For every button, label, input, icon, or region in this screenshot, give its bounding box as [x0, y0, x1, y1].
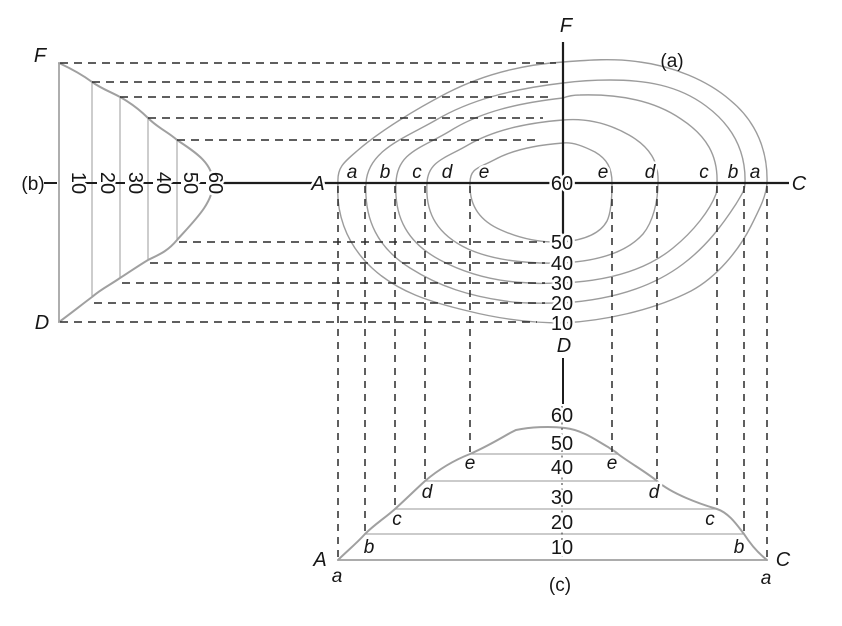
elevation-value-50-map: 50	[551, 232, 573, 254]
elevation-value-50: 50	[179, 172, 201, 194]
endpoint-F-profile-fd: F	[34, 45, 48, 67]
projection-lines-horizontal	[60, 62, 556, 323]
contour-letter-a-left: a	[347, 162, 358, 183]
panel-a-label: (a)	[660, 51, 683, 72]
slope-letter-c-right: c	[705, 509, 715, 530]
endpoint-D-profile-fd: D	[35, 312, 49, 334]
slope-letter-d-left: d	[422, 482, 434, 503]
panel-c-label: (c)	[549, 575, 571, 596]
profile-ac-slope-letters-left: b c d e	[361, 451, 478, 561]
map-south-values: 50 40 30 20 10	[548, 230, 575, 338]
contour-letter-e-right: e	[598, 162, 609, 183]
contour-letter-a-right: a	[750, 162, 761, 183]
elevation-value-60: 60	[204, 172, 226, 194]
profile-ac-slope-letters-right: e d c b	[604, 451, 747, 561]
contour-letter-b-left: b	[380, 162, 391, 183]
elevation-value-60-profile-ac: 60	[551, 405, 573, 427]
elevation-value-30: 30	[124, 172, 146, 194]
endpoint-D-map: D	[557, 335, 571, 357]
elevation-value-30-profile-ac: 30	[551, 487, 573, 509]
slope-letter-d-right: d	[649, 482, 661, 503]
endpoint-C-map: C	[792, 173, 807, 195]
slope-letter-b-right: b	[734, 537, 745, 558]
profile-ac-values: 60 50 40 30 20 10	[548, 403, 575, 562]
elevation-value-10: 10	[67, 172, 89, 194]
profile-ac-curve	[337, 425, 768, 561]
elevation-value-10-profile-ac: 10	[551, 537, 573, 559]
elevation-value-20-profile-ac: 20	[551, 512, 573, 534]
profile-curves	[58, 62, 768, 561]
corner-letter-a-right: a	[761, 568, 772, 589]
endpoint-F-map: F	[560, 15, 574, 37]
elevation-value-40-profile-ac: 40	[551, 457, 573, 479]
elevation-value-30-map: 30	[551, 273, 573, 295]
contour-letter-d-right: d	[645, 162, 657, 183]
map-axes	[44, 42, 789, 404]
endpoint-A-profile-ac: A	[312, 549, 326, 571]
endpoint-C-profile-ac: C	[776, 549, 791, 571]
slope-letter-c-left: c	[392, 509, 402, 530]
contour-letter-d-left: d	[442, 162, 454, 183]
elevation-value-20-map: 20	[551, 293, 573, 315]
elevation-value-10-map: 10	[551, 313, 573, 335]
slope-letter-e-left: e	[465, 453, 476, 474]
elevation-value-40-map: 40	[551, 253, 573, 275]
contour-e-50	[469, 142, 613, 243]
contour-letter-c-right: c	[699, 162, 709, 183]
endpoint-A-map: A	[310, 173, 324, 195]
elevation-value-40: 40	[152, 172, 174, 194]
profile-fd-level-lines	[91, 82, 178, 297]
slope-letter-b-left: b	[364, 537, 375, 558]
slope-letter-e-right: e	[607, 453, 618, 474]
contour-letter-b-right: b	[728, 162, 739, 183]
contour-letter-c-left: c	[412, 162, 422, 183]
corner-letter-a-left: a	[332, 566, 343, 587]
contour-letter-e-left: e	[479, 162, 490, 183]
panel-b-label: (b)	[21, 174, 44, 195]
profile-ac-level-lines	[365, 453, 744, 535]
contour-letters-right: e d c b a	[595, 160, 763, 186]
elevation-value-50-profile-ac: 50	[551, 433, 573, 455]
profile-fd-curve	[58, 62, 215, 323]
contour-letters-left: a b c d e	[344, 160, 492, 186]
elevation-value-60-map: 60	[551, 173, 573, 195]
profile-fd-values: 10 20 30 40 50 60	[65, 169, 229, 196]
elevation-value-20: 20	[96, 172, 118, 194]
contour-b-20	[365, 79, 746, 304]
projection-lines-vertical	[337, 186, 768, 557]
